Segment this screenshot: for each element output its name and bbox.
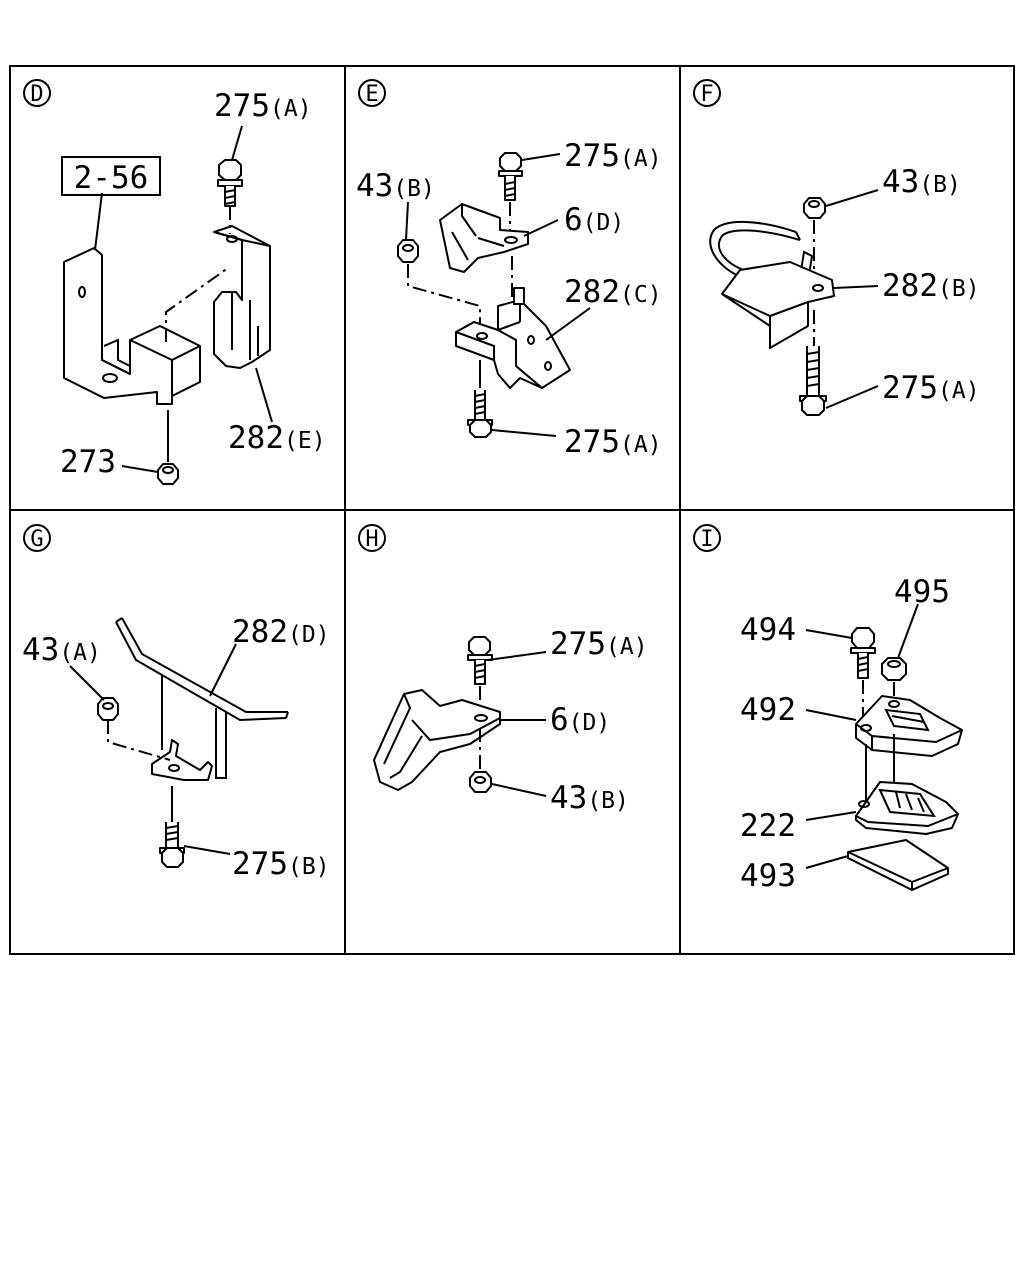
svg-text:2-56: 2-56 [74, 160, 149, 196]
bolt-part [850, 627, 876, 679]
callout-282-e[interactable]: 282(E) [228, 420, 326, 456]
bolt-part [217, 159, 243, 207]
svg-text:D: D [30, 82, 43, 107]
callout-43-a[interactable]: 43(A) [22, 632, 101, 668]
bracket-part [455, 287, 571, 389]
bolt-part [467, 636, 493, 685]
callout-273[interactable]: 273 [60, 444, 116, 480]
panel-d: D 2-56 [23, 79, 326, 485]
bolt-part [159, 822, 185, 868]
panel-grid [9, 65, 1015, 955]
panel-f-badge: F [693, 79, 721, 107]
callout-6-d[interactable]: 6(D) [564, 202, 624, 238]
callout-6-d[interactable]: 6(D) [550, 702, 610, 738]
panel-e: E [356, 79, 662, 460]
callout-493[interactable]: 493 [740, 858, 796, 894]
panel-i: I [693, 524, 963, 894]
clamp-part [373, 689, 501, 791]
svg-text:H: H [365, 527, 378, 552]
panel-h-badge: H [358, 524, 386, 552]
callout-275-a[interactable]: 275(A) [550, 626, 648, 662]
bolt-top-part [498, 152, 523, 201]
collar-part [881, 657, 907, 681]
callout-282-d[interactable]: 282(D) [232, 614, 330, 650]
callout-43-b[interactable]: 43(B) [882, 164, 961, 200]
bracket-part [63, 247, 201, 405]
nut-part [469, 771, 492, 793]
panel-g-badge: G [23, 524, 51, 552]
callout-282-c[interactable]: 282(C) [564, 274, 662, 310]
callout-282-b[interactable]: 282(B) [882, 268, 980, 304]
bracket-part [151, 676, 227, 781]
bolt-part [799, 346, 827, 416]
nut-part [803, 197, 826, 219]
panel-i-badge: I [693, 524, 721, 552]
clamp-part [439, 203, 529, 273]
callout-492[interactable]: 492 [740, 692, 796, 728]
nut-part [97, 697, 119, 721]
callout-275-b[interactable]: 275(B) [232, 846, 330, 882]
svg-text:F: F [700, 82, 713, 107]
bolt-bottom-part [467, 390, 493, 438]
pad-part [847, 839, 949, 892]
svg-text:I: I [700, 527, 713, 552]
callout-494[interactable]: 494 [740, 612, 796, 648]
callout-43-b[interactable]: 43(B) [550, 780, 629, 816]
callout-275-a[interactable]: 275(A) [214, 88, 312, 124]
panel-d-badge: D [23, 79, 51, 107]
svg-text:E: E [365, 82, 378, 107]
callout-275-a-top[interactable]: 275(A) [564, 138, 662, 174]
bracket-part [721, 261, 835, 349]
reference-box[interactable]: 2-56 [61, 156, 161, 196]
pipe-part [115, 617, 289, 722]
nut-part [397, 239, 419, 263]
callout-43-b[interactable]: 43(B) [356, 168, 435, 204]
panel-g: G 282(D) 43(A) [22, 524, 330, 882]
svg-text:G: G [30, 527, 43, 552]
panel-h: H 275(A) 6(D) 43(B) [358, 524, 648, 816]
upper-plate-part [855, 695, 963, 757]
callout-275-a[interactable]: 275(A) [882, 370, 980, 406]
nut-part [157, 463, 179, 485]
callout-275-a-bottom[interactable]: 275(A) [564, 424, 662, 460]
panel-e-badge: E [358, 79, 386, 107]
clip-part [213, 225, 271, 369]
panel-f: F 43(B) 282(B) [693, 79, 980, 416]
callout-222[interactable]: 222 [740, 808, 796, 844]
callout-495[interactable]: 495 [894, 574, 950, 610]
lower-plate-part [855, 781, 959, 835]
